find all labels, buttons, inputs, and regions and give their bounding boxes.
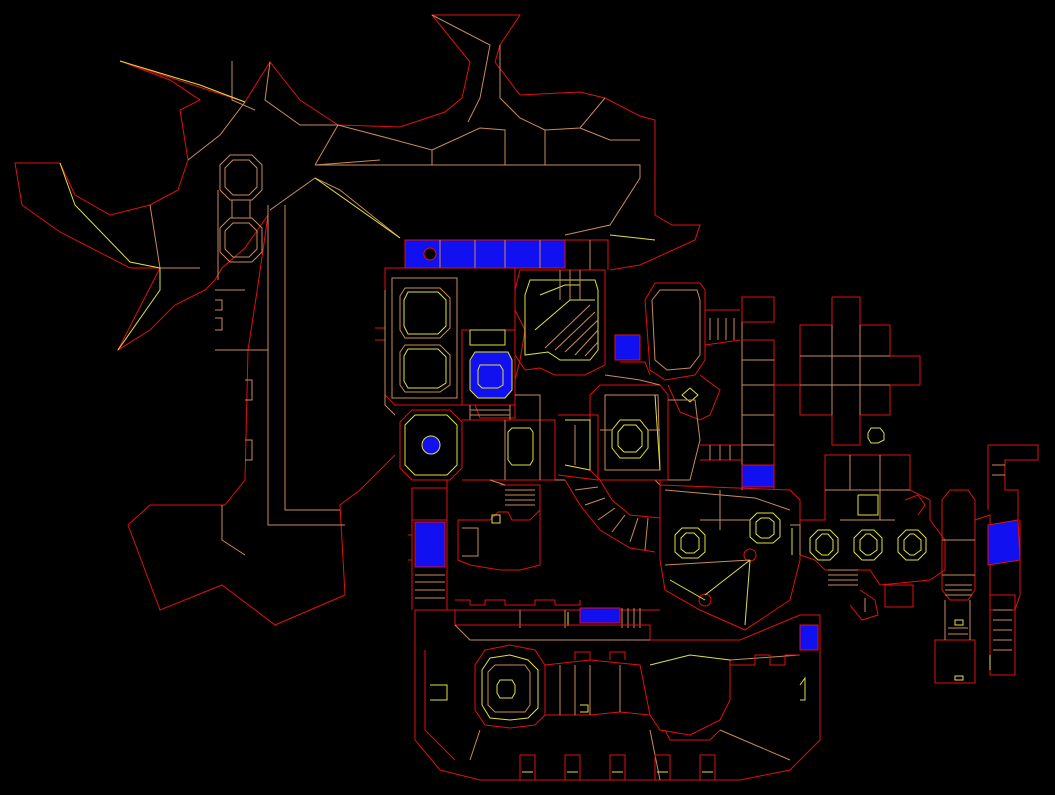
east-grid: [700, 297, 920, 490]
blue-alcove: [615, 335, 640, 360]
corridor-links: [515, 362, 660, 520]
octagon-shrine: [400, 410, 555, 480]
pillar-hall: [558, 385, 700, 480]
northeast-capsule-room: [645, 283, 740, 420]
triple-pillar-room: [790, 455, 945, 620]
curved-passage: [565, 480, 660, 552]
west-center-rooms: [408, 480, 540, 610]
south-strip: [455, 600, 818, 650]
south-hall: [415, 610, 820, 780]
north-pool: [405, 240, 608, 270]
central-hall: [515, 270, 605, 375]
central-complex-north: [375, 268, 525, 420]
cave-region-northwest: [15, 15, 700, 625]
far-east-complex: [935, 445, 1038, 683]
east-octagon-room: [660, 485, 800, 630]
